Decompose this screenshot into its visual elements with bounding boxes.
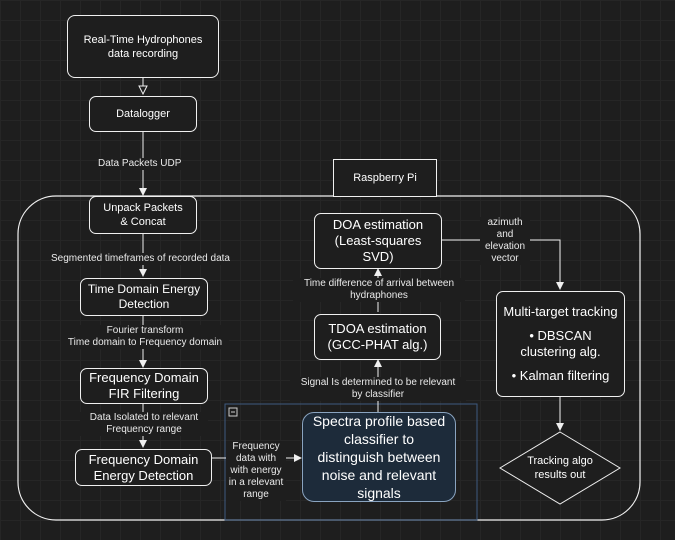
doa-node-label: DOA estimation (Least-squares SVD): [332, 217, 424, 264]
unpack-node[interactable]: Unpack Packets & Concat: [89, 196, 197, 234]
tracking-node[interactable]: Multi-target tracking • DBSCAN clusterin…: [496, 291, 625, 397]
fir-node[interactable]: Frequency Domain FIR Filtering: [80, 368, 208, 404]
tracking-results-diamond[interactable]: [499, 431, 621, 505]
classifier-node[interactable]: Spectra profile based classifier to dist…: [302, 412, 456, 502]
fir-node-label: Frequency Domain FIR Filtering: [89, 370, 199, 401]
tdoa-node[interactable]: TDOA estimation (GCC-PHAT alg.): [314, 314, 441, 360]
freq-energy-node[interactable]: Frequency Domain Energy Detection: [75, 449, 212, 486]
edge-label-fourier: Fourier transform Time domain to Frequen…: [61, 325, 229, 349]
edge-label-freq-data: Frequency data with with energy in a rel…: [226, 441, 286, 501]
tracking-node-title: Multi-target tracking: [503, 304, 618, 319]
tdoa-node-label: TDOA estimation (GCC-PHAT alg.): [327, 321, 428, 352]
raspberry-pi-label: Raspberry Pi: [353, 172, 417, 184]
edge-label-segmented: Segmented timeframes of recorded data: [51, 253, 230, 265]
doa-node[interactable]: DOA estimation (Least-squares SVD): [314, 213, 442, 269]
classifier-group-frame[interactable]: [224, 403, 478, 521]
unpack-node-label: Unpack Packets & Concat: [103, 202, 183, 228]
edge-label-isolated: Data Isolated to relevant Frequency rang…: [80, 412, 208, 436]
datalogger-node[interactable]: Datalogger: [89, 96, 197, 132]
results-node-label: Tracking algo results out: [527, 455, 593, 481]
tracking-kalman-item: • Kalman filtering: [511, 368, 610, 383]
tracking-dbscan-item: • DBSCAN clustering alg.: [520, 328, 601, 359]
recording-node-label: Real-Time Hydrophones data recording: [83, 33, 203, 60]
datalogger-node-label: Datalogger: [116, 108, 170, 120]
recording-node[interactable]: Real-Time Hydrophones data recording: [67, 15, 219, 78]
time-energy-node[interactable]: Time Domain Energy Detection: [80, 278, 208, 316]
classifier-node-label: Spectra profile based classifier to dist…: [312, 413, 446, 501]
results-node-label-wrap: Tracking algo results out: [520, 448, 600, 488]
freq-energy-node-label: Frequency Domain Energy Detection: [88, 451, 199, 483]
edge-label-relevant: Signal Is determined to be relevant by c…: [290, 377, 466, 401]
edge-label-azimuth: azimuth and elevation vector: [480, 217, 530, 265]
time-energy-node-label: Time Domain Energy Detection: [87, 282, 201, 311]
raspberry-pi-label-box[interactable]: Raspberry Pi: [333, 159, 437, 197]
edge-label-time-diff: Time difference of arrival between hydra…: [293, 278, 465, 302]
edge-label-udp: Data Packets UDP: [98, 158, 182, 170]
